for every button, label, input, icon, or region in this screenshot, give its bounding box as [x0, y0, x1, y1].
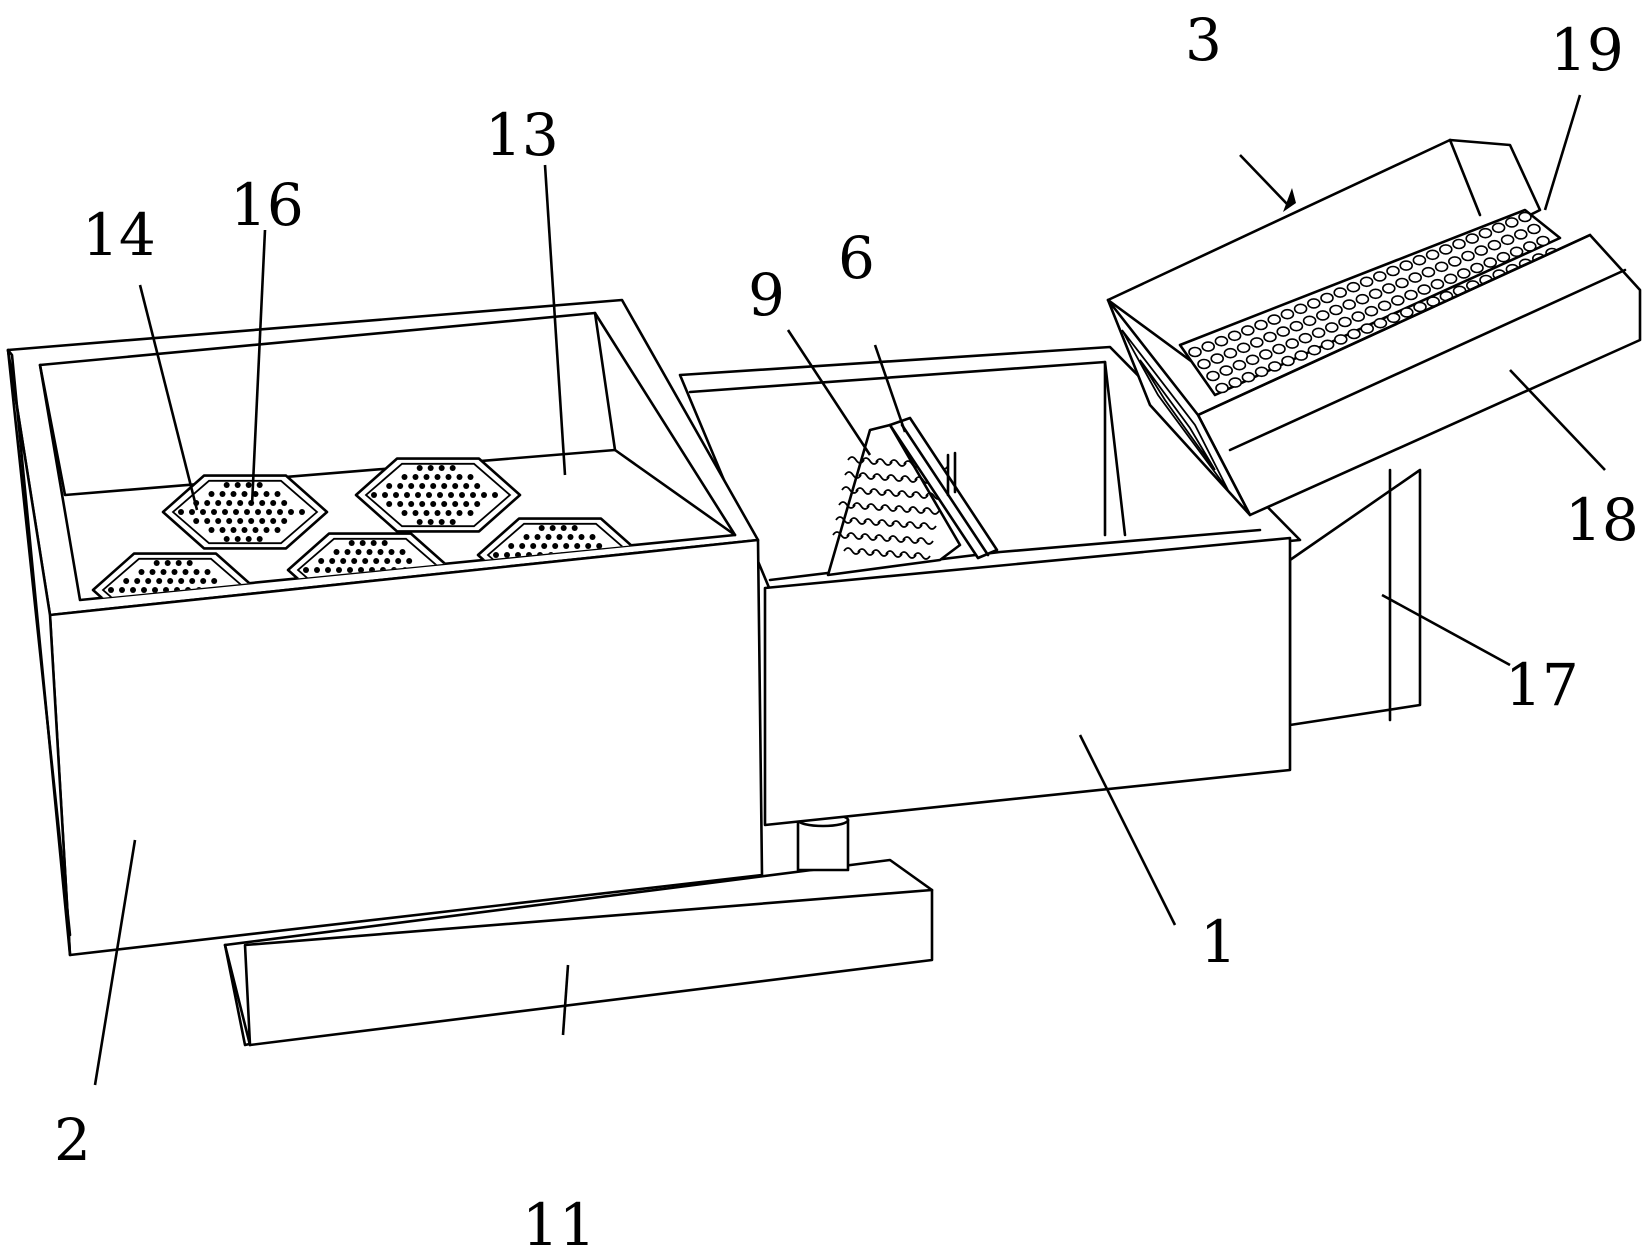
- base-plate: [223, 858, 934, 1047]
- label-13: 13: [485, 101, 559, 169]
- leader-lines: [93, 94, 1606, 1086]
- middle-tank: [678, 345, 1302, 827]
- label-9: 9: [748, 261, 785, 329]
- side-housing: [1288, 468, 1422, 727]
- divider-plate: [888, 416, 999, 560]
- label-18: 18: [1565, 486, 1639, 554]
- label-19: 19: [1550, 16, 1624, 84]
- support-column: [796, 812, 850, 872]
- label-6: 6: [838, 224, 875, 292]
- label-17: 17: [1505, 651, 1579, 719]
- front-tank: [6, 298, 764, 957]
- hex-filter-plates: [91, 457, 644, 600]
- label-1: 1: [1200, 908, 1237, 976]
- part-labels: 1 2 3 6 9 11 13 14 16 17 18 19: [54, 6, 1639, 1253]
- filter-plate: [826, 423, 962, 577]
- label-14: 14: [82, 201, 156, 269]
- feed-hopper: [1106, 138, 1642, 517]
- label-3: 3: [1185, 6, 1222, 74]
- label-11: 11: [522, 1191, 596, 1253]
- label-16: 16: [230, 171, 304, 239]
- label-2: 2: [54, 1106, 91, 1174]
